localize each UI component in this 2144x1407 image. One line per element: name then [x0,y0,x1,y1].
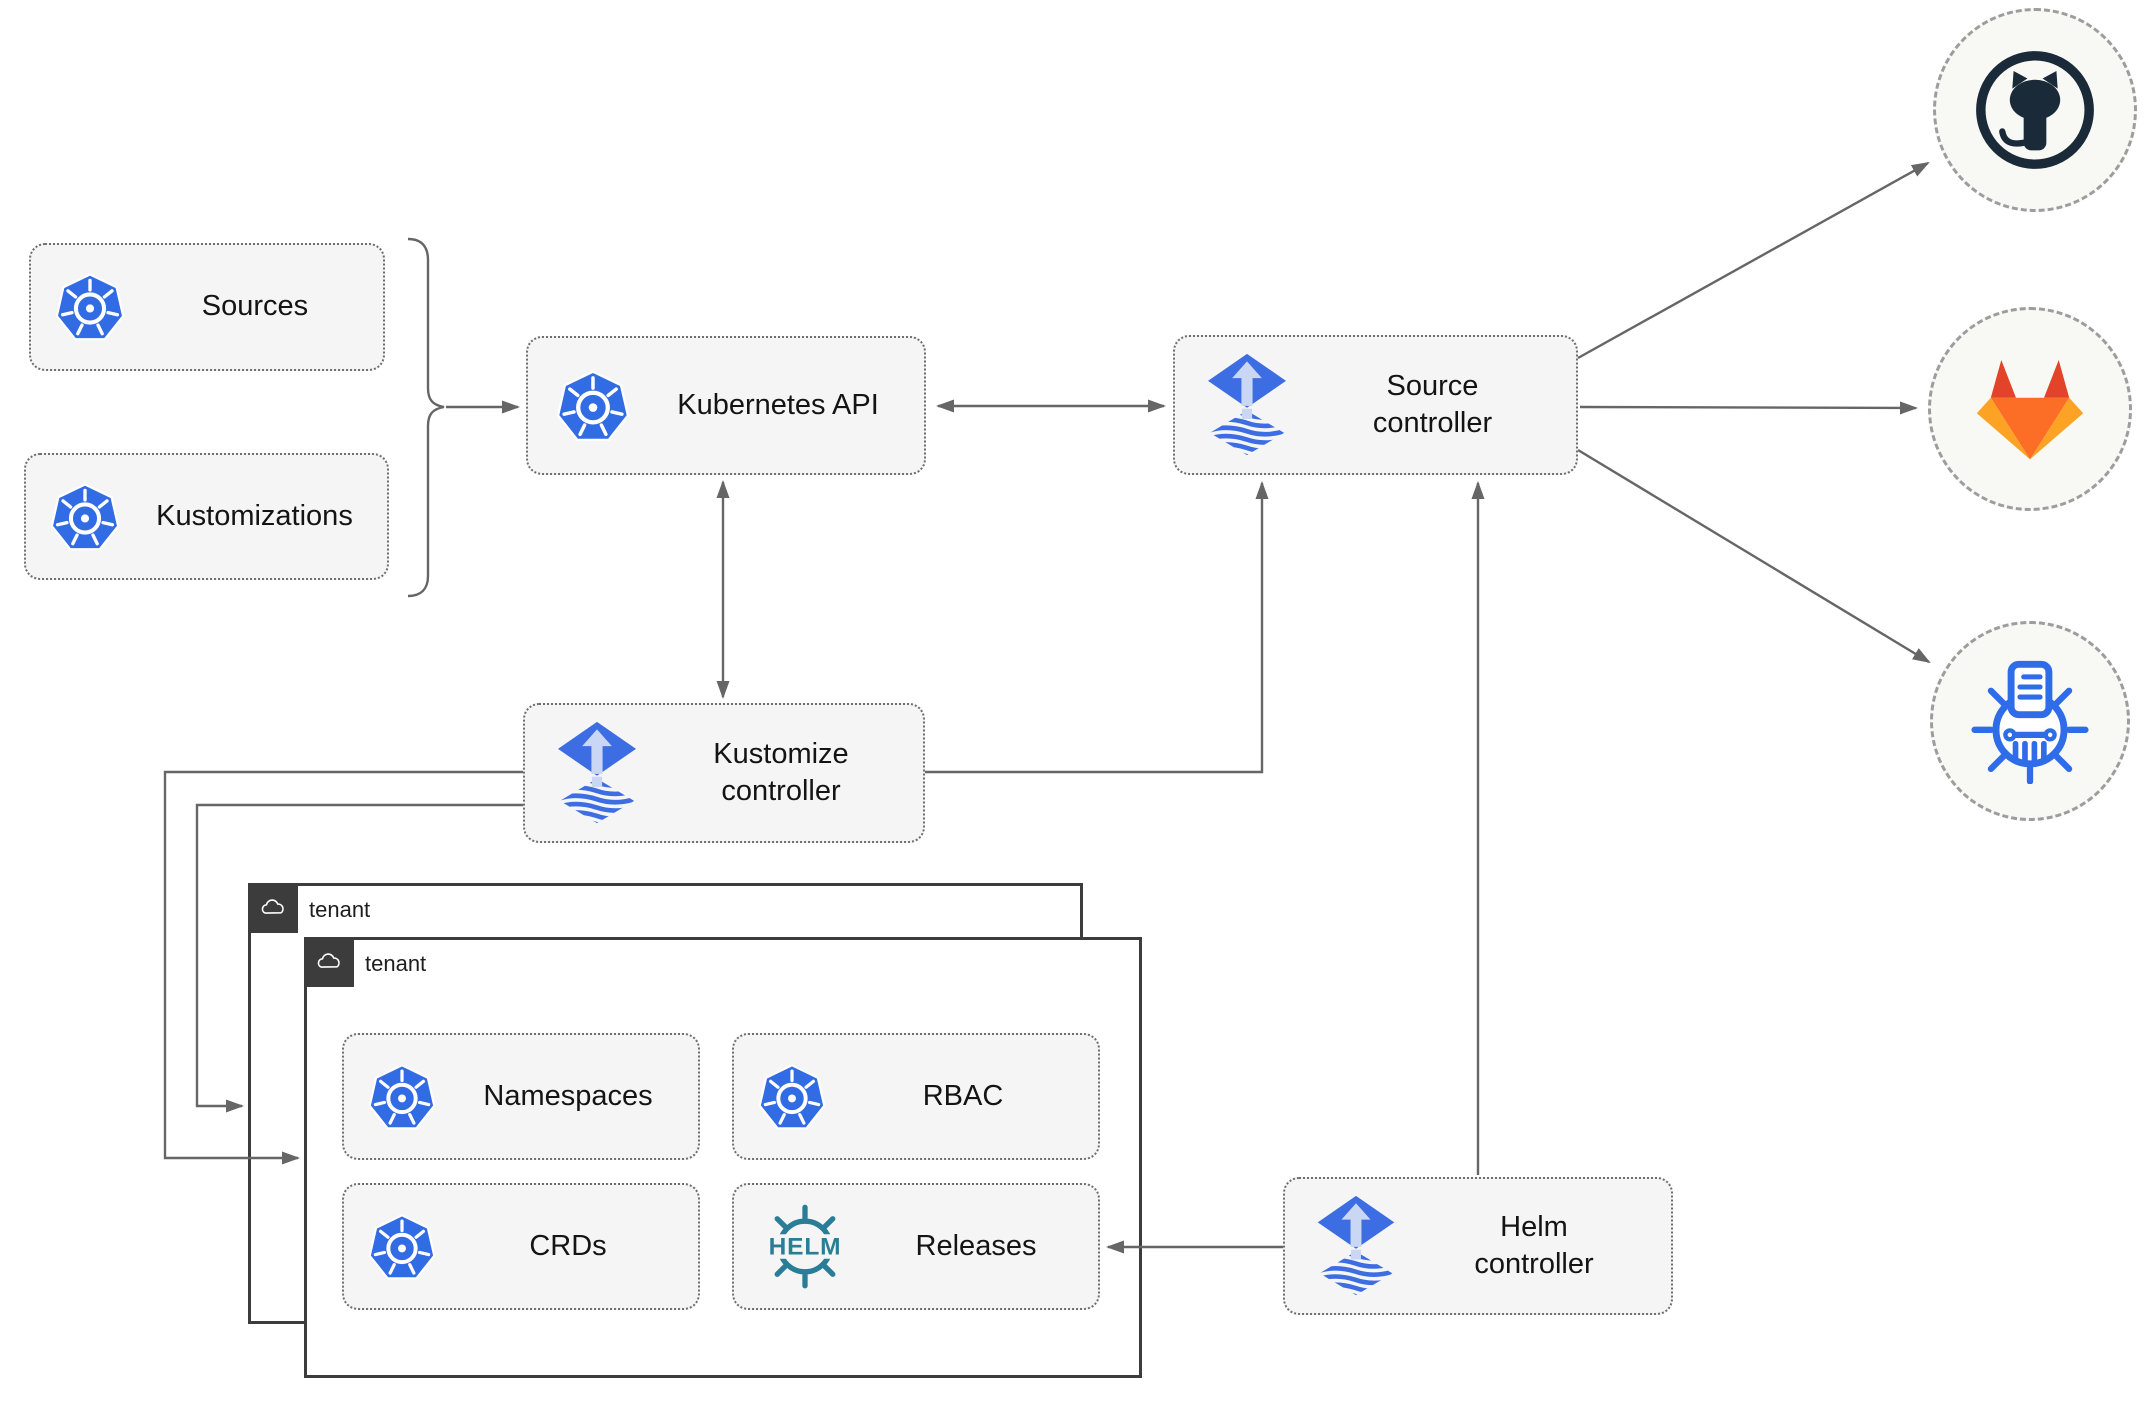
edge-bracket-sources-kustomizations [407,237,445,598]
tenant-header [248,883,298,933]
tenant-label: tenant [309,897,371,922]
node-kustomize-controller: Kustomize controller [523,703,925,843]
chartmuseum-node [1930,621,2130,821]
kubernetes-icon [756,1061,828,1133]
kubernetes-icon [48,480,122,554]
node-label: RBAC [922,1079,1004,1112]
edge-source-to-gitlab [1579,401,1918,415]
node-label: Source controller [1372,369,1493,439]
node-source-controller: Source controller [1173,335,1578,475]
kubernetes-icon [554,367,632,445]
node-label: Kustomize controller [713,737,849,807]
flux-icon [555,721,639,825]
node-label: Releases [915,1229,1037,1262]
helm-icon: HELM [756,1204,854,1289]
cloud-icon [311,944,347,980]
node-label: CRDs [529,1229,607,1262]
node-label: Kustomizations [156,499,353,532]
chartmuseum-icon [1967,658,2093,784]
node-namespaces: Namespaces [342,1033,700,1160]
node-label: Sources [201,290,309,323]
github-icon [1972,47,2098,173]
flux-icon [1205,353,1289,457]
tenant-label: tenant [365,951,427,976]
node-releases: HELM Releases [732,1183,1100,1310]
node-kubernetes-api: Kubernetes API [526,336,926,475]
kubernetes-icon [366,1061,438,1133]
node-rbac: RBAC [732,1033,1100,1160]
node-helm-controller: Helm controller [1283,1177,1673,1315]
node-sources: Sources [29,243,385,371]
edge-source-to-github [1577,161,1930,360]
edge-source-to-chartmuseum [1577,448,1931,664]
gitlab-icon [1960,339,2100,479]
node-kustomizations: Kustomizations [24,453,389,580]
tenant-header [304,937,354,987]
helm-wheel-text: HELM [769,1234,842,1261]
edge-kustomize-to-source [925,481,1269,774]
gitlab-node [1928,307,2132,511]
node-label: Kubernetes API [677,388,879,421]
node-crds: CRDs [342,1183,700,1310]
node-label: Namespaces [483,1079,653,1112]
flux-icon [1315,1195,1397,1297]
github-node [1933,8,2137,212]
kubernetes-icon [53,270,127,344]
kubernetes-icon [366,1211,438,1283]
cloud-icon [255,890,291,926]
node-label: Helm controller [1474,1210,1594,1280]
